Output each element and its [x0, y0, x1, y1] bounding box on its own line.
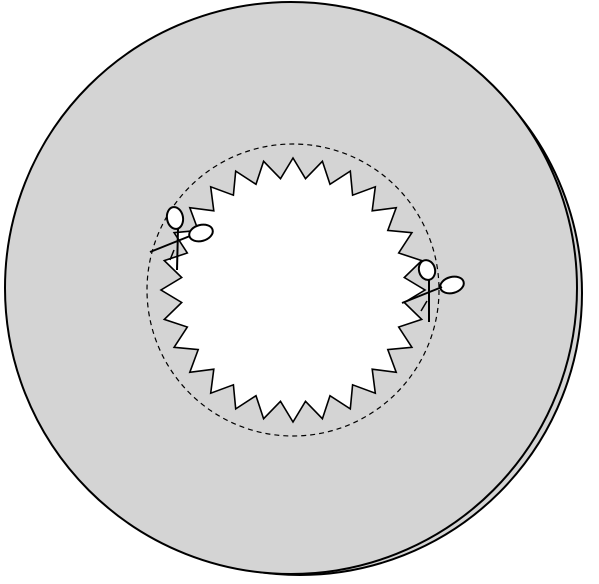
scissors-blade [177, 229, 178, 270]
